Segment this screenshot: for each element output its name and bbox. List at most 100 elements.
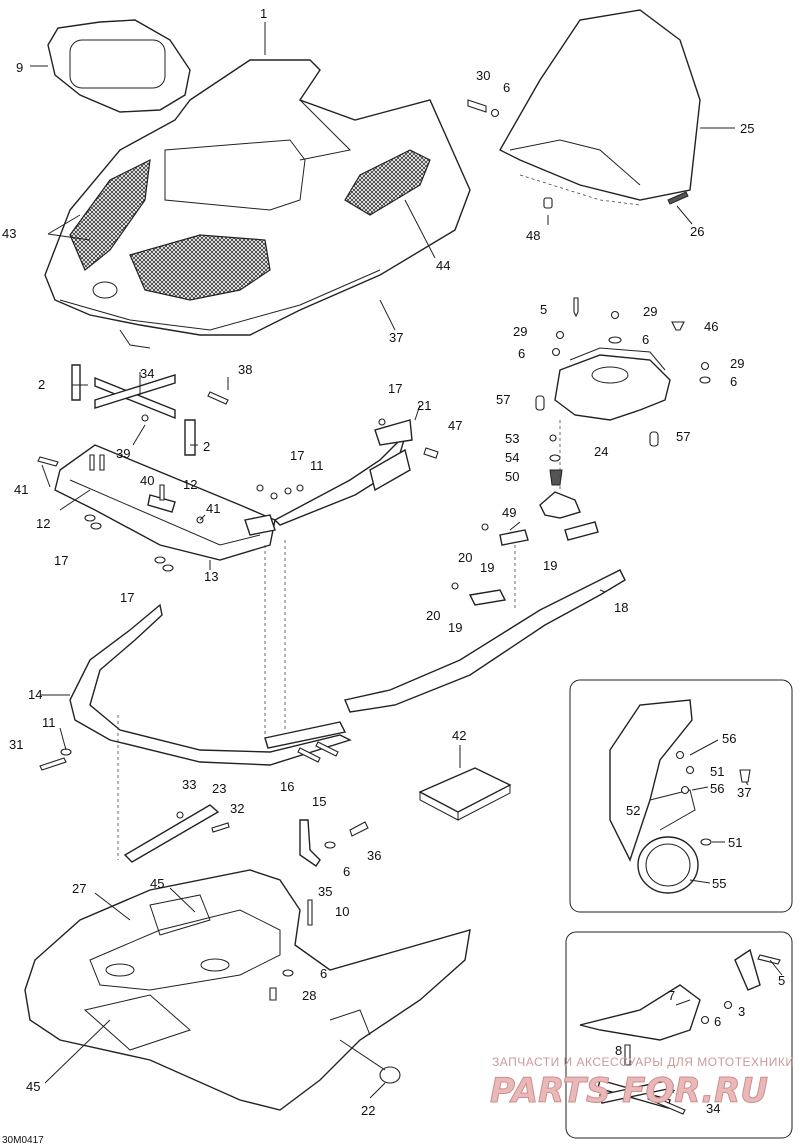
callout-label: 49 [502, 505, 516, 520]
callout-label: 29 [643, 304, 657, 319]
callout-label: 55 [712, 876, 726, 891]
callout-label: 17 [120, 590, 134, 605]
callout-label: 23 [212, 781, 226, 796]
callout-label: 5 [540, 302, 547, 317]
callout-label: 41 [14, 482, 28, 497]
callout-label: 6 [714, 1014, 721, 1029]
callout-label: 9 [16, 60, 23, 75]
callout-label: 17 [54, 553, 68, 568]
callout-label: 45 [26, 1079, 40, 1094]
belly-pan [24, 819, 471, 1111]
inset-headlight [569, 679, 793, 913]
watermark-logo: PARTS FOR.RU [490, 1071, 768, 1111]
callout-label: 19 [543, 558, 557, 573]
decal-pad [418, 767, 512, 821]
callout-label: 57 [676, 429, 690, 444]
callout-label: 50 [505, 469, 519, 484]
callout-label: 8 [615, 1043, 622, 1058]
console-cover [535, 297, 711, 519]
callout-label: 45 [150, 876, 164, 891]
callout-label: 48 [526, 228, 540, 243]
callout-label: 6 [642, 332, 649, 347]
callout-label: 6 [518, 346, 525, 361]
callout-label: 2 [38, 377, 45, 392]
front-bumper [39, 540, 352, 860]
callout-label: 54 [505, 450, 519, 465]
inset-bracket [565, 931, 793, 1139]
callout-label: 20 [458, 550, 472, 565]
callout-label: 28 [302, 988, 316, 1003]
callout-label: 29 [513, 324, 527, 339]
callout-label: 35 [318, 884, 332, 899]
callout-label: 36 [367, 848, 381, 863]
callout-label: 1 [260, 6, 267, 21]
hood-assembly [44, 19, 471, 349]
watermark-text: ЗАПЧАСТИ И АКСЕССУАРЫ ДЛЯ МОТОТЕХНИКИ [492, 1055, 794, 1069]
callout-label: 46 [704, 319, 718, 334]
callout-label: 40 [140, 473, 154, 488]
callout-label: 27 [72, 881, 86, 896]
callout-label: 51 [728, 835, 742, 850]
callout-label: 56 [710, 781, 724, 796]
callout-label: 56 [722, 731, 736, 746]
callout-label: 6 [503, 80, 510, 95]
side-rail [344, 521, 626, 713]
callout-label: 6 [730, 374, 737, 389]
callout-label: 5 [778, 973, 785, 988]
document-code: 30M0417 [2, 1135, 44, 1146]
callout-label: 4 [668, 1081, 675, 1096]
callout-label: 41 [206, 501, 220, 516]
callout-label: 7 [668, 988, 675, 1003]
callout-label: 14 [28, 687, 42, 702]
callout-label: 11 [310, 458, 324, 473]
callout-label: 57 [496, 392, 510, 407]
callout-label: 16 [280, 779, 294, 794]
callout-label: 17 [388, 381, 402, 396]
callout-label: 6 [320, 966, 327, 981]
callout-label: 38 [238, 362, 252, 377]
callout-label: 31 [9, 737, 23, 752]
callout-label: 33 [182, 777, 196, 792]
callout-label: 51 [710, 764, 724, 779]
callout-label: 2 [203, 439, 210, 454]
lower-bracket [123, 804, 230, 863]
callout-label: 15 [312, 794, 326, 809]
callout-label: 37 [389, 330, 403, 345]
callout-label: 44 [436, 258, 450, 273]
callout-label: 42 [452, 728, 466, 743]
windshield [467, 9, 701, 209]
callout-label: 47 [448, 418, 462, 433]
callout-label: 52 [626, 803, 640, 818]
callout-label: 29 [730, 356, 744, 371]
leader-lines [30, 22, 783, 1099]
callout-label: 18 [614, 600, 628, 615]
callout-label: 39 [116, 446, 130, 461]
callout-label: 20 [426, 608, 440, 623]
watermark: ЗАПЧАСТИ И АКСЕССУАРЫ ДЛЯ МОТОТЕХНИКИ PA… [490, 1055, 794, 1112]
callout-label: 32 [230, 801, 244, 816]
callout-label: 34 [140, 366, 154, 381]
callout-label: 10 [335, 904, 349, 919]
callout-label: 19 [448, 620, 462, 635]
callout-label: 11 [42, 715, 56, 730]
callout-label: 6 [343, 864, 350, 879]
callout-label: 26 [690, 224, 704, 239]
callout-label: 19 [480, 560, 494, 575]
callout-label: 12 [183, 477, 197, 492]
callout-label: 25 [740, 121, 754, 136]
callout-label: 13 [204, 569, 218, 584]
callout-label: 17 [290, 448, 304, 463]
callout-labels: 1 9 30 6 25 48 26 43 44 37 5 29 29 46 6 … [2, 6, 785, 1118]
upper-brackets [71, 364, 229, 456]
callout-label: 53 [505, 431, 519, 446]
callout-label: 43 [2, 226, 16, 241]
callout-label: 24 [594, 444, 608, 459]
front-frame [37, 418, 439, 572]
callout-label: 37 [737, 785, 751, 800]
callout-label: 12 [36, 516, 50, 531]
callout-label: 22 [361, 1103, 375, 1118]
callout-label: 3 [738, 1004, 745, 1019]
callout-label: 21 [417, 398, 431, 413]
